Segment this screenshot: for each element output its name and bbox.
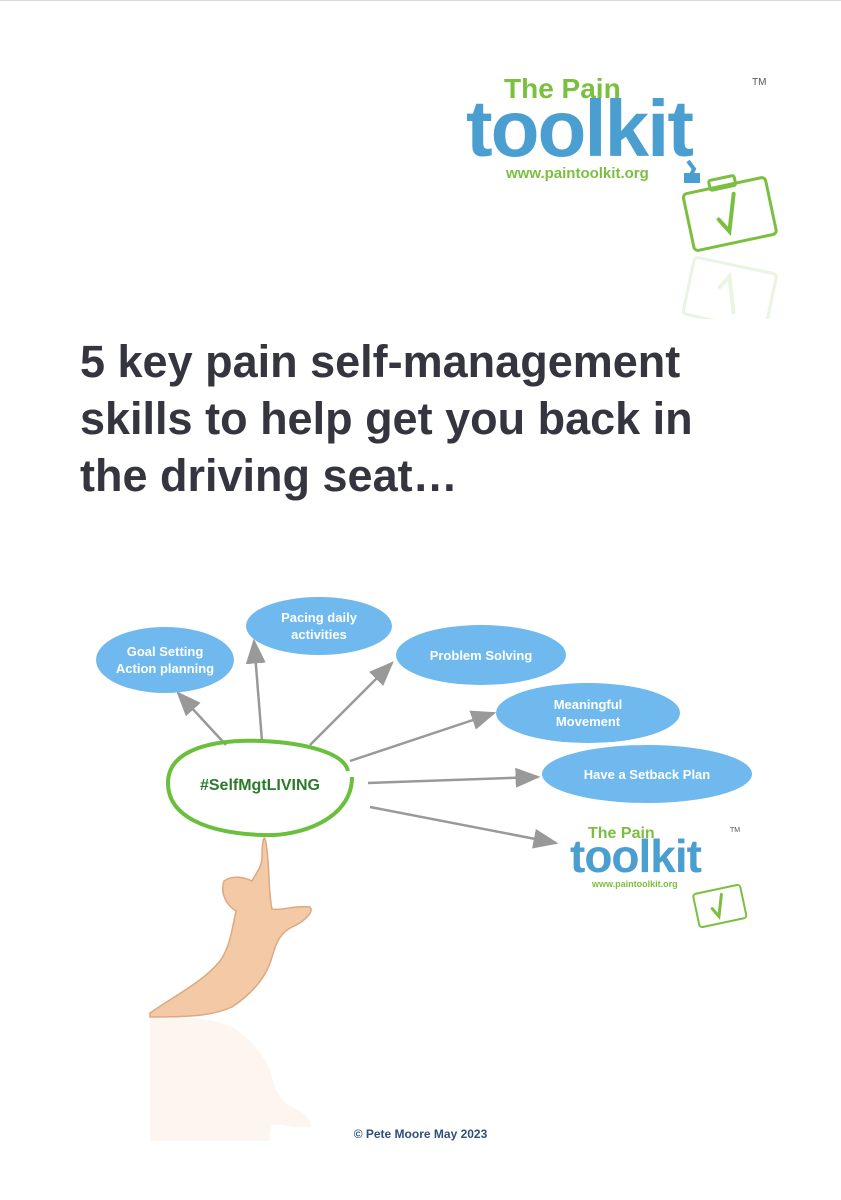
self-management-diagram: Goal Setting Action planning Pacing dail… xyxy=(0,581,841,1141)
logo-wordmark: toolkit xyxy=(570,830,702,882)
copyright-text: © Pete Moore May 2023 xyxy=(353,1127,488,1141)
skill-line: Have a Setback Plan xyxy=(583,766,711,782)
pointing-hand-icon xyxy=(149,837,312,1141)
logo-tm-text: TM xyxy=(730,827,741,834)
skill-line: Meaningful xyxy=(553,697,623,712)
skill-line: Movement xyxy=(555,714,621,729)
arrow-to-pacing xyxy=(245,638,266,742)
logo-url-text: www.paintoolkit.org xyxy=(506,165,649,182)
toolkit-briefcase-icon xyxy=(692,883,748,929)
skill-line: Pacing daily xyxy=(281,610,357,625)
arrow-to-goal-setting xyxy=(176,691,227,746)
arrow-to-movement xyxy=(349,710,497,763)
skill-line: Problem Solving xyxy=(429,647,533,663)
headline-line: the driving seat… xyxy=(80,450,458,501)
logo-the-pain-text: The Pain xyxy=(504,73,621,104)
hub-label: #SelfMgtLIVING xyxy=(199,777,320,794)
hub-ring xyxy=(165,738,354,838)
pain-toolkit-logo: The Pain TM toolkit www.paintoolkit.org xyxy=(462,69,792,319)
skill-bubble-setback-plan: Have a Setback Plan xyxy=(542,745,752,803)
pain-toolkit-logo-small: The Pain TM toolkit www.paintoolkit.org xyxy=(566,823,756,973)
arrow-to-logo xyxy=(369,805,559,849)
arrow-to-setback-plan xyxy=(367,767,541,788)
skill-bubble-movement: Meaningful Movement xyxy=(496,683,680,743)
headline-line: skills to help get you back in xyxy=(80,393,693,444)
headline-line: 5 key pain self-management xyxy=(80,336,681,387)
arrow-to-problem-solving xyxy=(309,661,394,746)
toolkit-briefcase-icon xyxy=(681,159,778,319)
logo-url-text: www.paintoolkit.org xyxy=(592,879,678,889)
diagram-arrows xyxy=(165,638,559,849)
skill-line: Action planning xyxy=(115,661,215,676)
skill-line: Goal Setting xyxy=(126,644,204,659)
skill-bubble-problem-solving: Problem Solving xyxy=(396,625,566,685)
skill-line: activities xyxy=(291,627,347,642)
logo-tm-text: TM xyxy=(752,77,767,88)
logo-the-pain-text: The Pain xyxy=(588,825,655,842)
page-headline: 5 key pain self-management skills to hel… xyxy=(80,333,780,504)
skill-bubble-goal-setting: Goal Setting Action planning xyxy=(96,627,234,693)
skill-bubble-pacing: Pacing daily activities xyxy=(246,597,392,655)
logo-wordmark: toolkit xyxy=(466,84,694,173)
